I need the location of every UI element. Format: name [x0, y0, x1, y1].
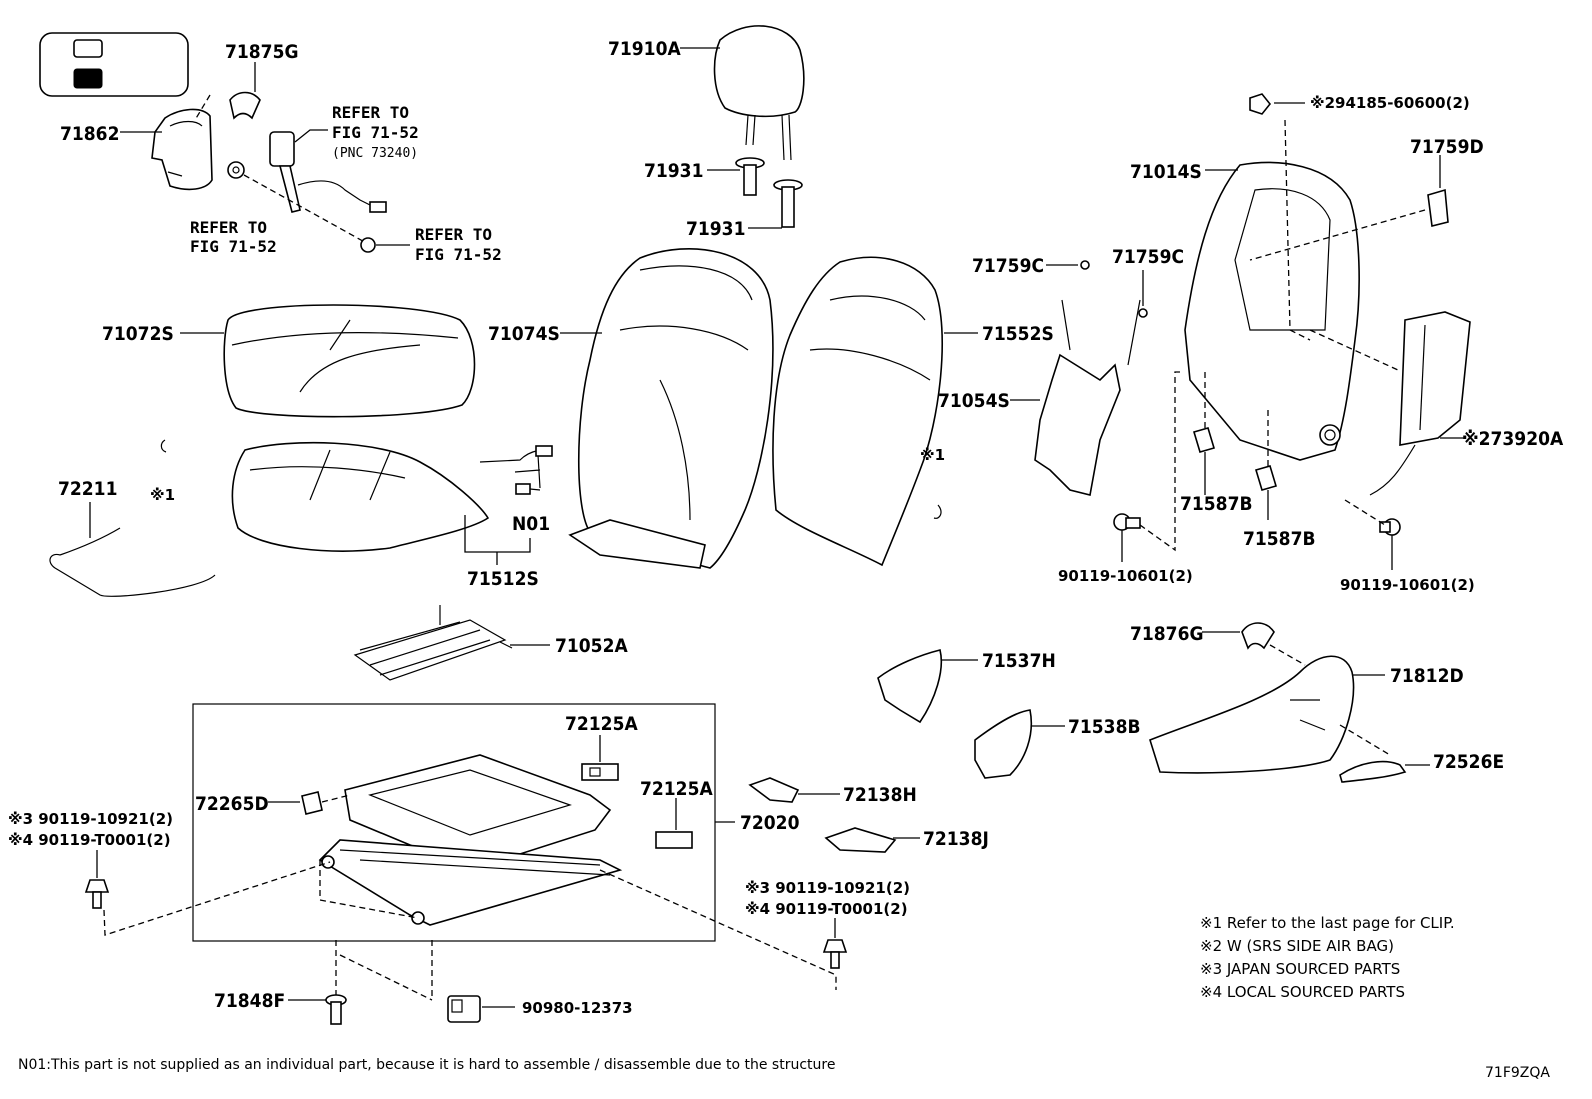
seat-position-icon — [39, 32, 189, 97]
cover-71862 — [151, 108, 213, 191]
refer-a-line1: REFER TO — [332, 103, 409, 122]
label-71875G: 71875G — [225, 41, 299, 63]
clip-ref-right: ※1 — [920, 446, 945, 464]
nut-94185 — [1249, 93, 1272, 115]
cover-72138H — [748, 777, 800, 803]
seat-adjuster-72020 — [318, 754, 623, 926]
bolt-71848F — [325, 994, 347, 1025]
harness-N01 — [479, 445, 553, 495]
grommet-71759Cb — [1138, 308, 1148, 318]
cushion-cover-71072S — [223, 304, 476, 418]
refer-b-line1: REFER TO — [190, 218, 267, 237]
label-right-3: ※3 90119-10921(2) — [745, 879, 910, 897]
headrest-support-71931a — [735, 157, 765, 196]
label-73920A: ※273920A — [1462, 428, 1564, 450]
label-72138J: 72138J — [923, 828, 989, 850]
clip-ref-left: ※1 — [150, 486, 175, 504]
label-71910A: 71910A — [608, 38, 681, 60]
refer-a-line3: (PNC 73240) — [332, 146, 418, 161]
nut-right — [360, 237, 376, 253]
seatback-cover-71074S — [568, 248, 774, 569]
cover-71537H — [877, 649, 943, 724]
headrest-71910A — [713, 25, 805, 161]
wire-72211 — [49, 527, 216, 597]
nut-left — [227, 161, 245, 179]
label-71552S: 71552S — [982, 323, 1054, 345]
legend-item-4: ※4 LOCAL SOURCED PARTS — [1200, 983, 1405, 1001]
refer-a-line2: FIG 71-52 — [332, 123, 419, 142]
label-71812D: 71812D — [1390, 665, 1464, 687]
label-90980: 90980-12373 — [522, 999, 633, 1017]
label-left-4: ※4 90119-T0001(2) — [8, 831, 171, 849]
connector-72125Aa — [581, 763, 619, 781]
label-72138H: 72138H — [843, 784, 917, 806]
headrest-support-71931b — [773, 179, 803, 228]
label-71072S: 71072S — [102, 323, 174, 345]
label-71052A: 71052A — [555, 635, 628, 657]
legend-item-1: ※1 Refer to the last page for CLIP. — [1200, 914, 1455, 932]
bolt-90119-10601b — [1379, 518, 1401, 536]
bolt-right-90119 — [822, 939, 848, 969]
cushion-pad-71512S — [231, 441, 490, 552]
label-90119a: 90119-10601(2) — [1058, 567, 1193, 585]
legend-item-2: ※2 W (SRS SIDE AIR BAG) — [1200, 937, 1394, 955]
side-airbag-73920A — [1369, 311, 1471, 496]
clip-71587Ba — [1193, 427, 1215, 453]
grommet-71759Ca — [1080, 260, 1090, 270]
figure-code: 71F9ZQA — [1485, 1065, 1550, 1081]
clamp-72265D — [301, 791, 323, 815]
spring-mat-71052A — [353, 605, 513, 681]
label-71931a: 71931 — [644, 160, 703, 182]
label-71759D: 71759D — [1410, 136, 1484, 158]
label-71587Bb: 71587B — [1243, 528, 1316, 550]
label-71931b: 71931 — [686, 218, 745, 240]
label-72020: 72020 — [740, 812, 800, 834]
label-71537H: 71537H — [982, 650, 1056, 672]
knob-72526E — [1339, 760, 1407, 783]
label-72211: 72211 — [58, 478, 117, 500]
clip-71876G — [1241, 622, 1275, 650]
seatback-pad-71552S — [772, 256, 943, 567]
label-72526E: 72526E — [1433, 751, 1504, 773]
label-71759Cb: 71759C — [1112, 246, 1184, 268]
label-71862: 71862 — [60, 123, 119, 145]
refer-b-line2: FIG 71-52 — [190, 237, 277, 256]
label-72125Ab: 72125A — [640, 778, 713, 800]
label-72265D: 72265D — [195, 793, 269, 815]
label-90119b: 90119-10601(2) — [1340, 576, 1475, 594]
clip-71587Bb — [1255, 465, 1277, 491]
clip-90980 — [447, 995, 481, 1023]
label-71876G: 71876G — [1130, 623, 1204, 645]
label-71014S: 71014S — [1130, 161, 1202, 183]
label-94185: ※294185-60600(2) — [1310, 94, 1470, 112]
label-72125Aa: 72125A — [565, 713, 638, 735]
label-71587Ba: 71587B — [1180, 493, 1253, 515]
label-N01: N01 — [512, 513, 550, 535]
bolt-left-90119 — [84, 879, 110, 909]
refer-c-line1: REFER TO — [415, 225, 492, 244]
cover-71538B — [974, 709, 1033, 779]
side-shield-71812D — [1149, 655, 1355, 774]
seat-belt-buckle — [269, 131, 387, 213]
label-right-4: ※4 90119-T0001(2) — [745, 900, 908, 918]
seatback-frame-71014S — [1184, 161, 1360, 461]
clip-71759D — [1427, 188, 1449, 227]
label-left-3: ※3 90119-10921(2) — [8, 810, 173, 828]
legend: ※1 Refer to the last page for CLIP. ※2 W… — [1200, 914, 1455, 1001]
label-71538B: 71538B — [1068, 716, 1141, 738]
connector-72125Ab — [655, 831, 693, 849]
label-71074S: 71074S — [488, 323, 560, 345]
footnote: N01:This part is not supplied as an indi… — [18, 1057, 835, 1073]
label-71054S: 71054S — [938, 390, 1010, 412]
bolt-90119-10601a — [1113, 513, 1141, 531]
label-71512S: 71512S — [467, 568, 539, 590]
cover-72138J — [824, 827, 897, 853]
refer-c-line2: FIG 71-52 — [415, 245, 502, 264]
legend-item-3: ※3 JAPAN SOURCED PARTS — [1200, 960, 1400, 978]
label-71759Ca: 71759C — [972, 255, 1044, 277]
clip-71875G — [229, 91, 261, 120]
label-71848F: 71848F — [214, 990, 285, 1012]
lumbar-support-71054S — [1034, 299, 1141, 496]
